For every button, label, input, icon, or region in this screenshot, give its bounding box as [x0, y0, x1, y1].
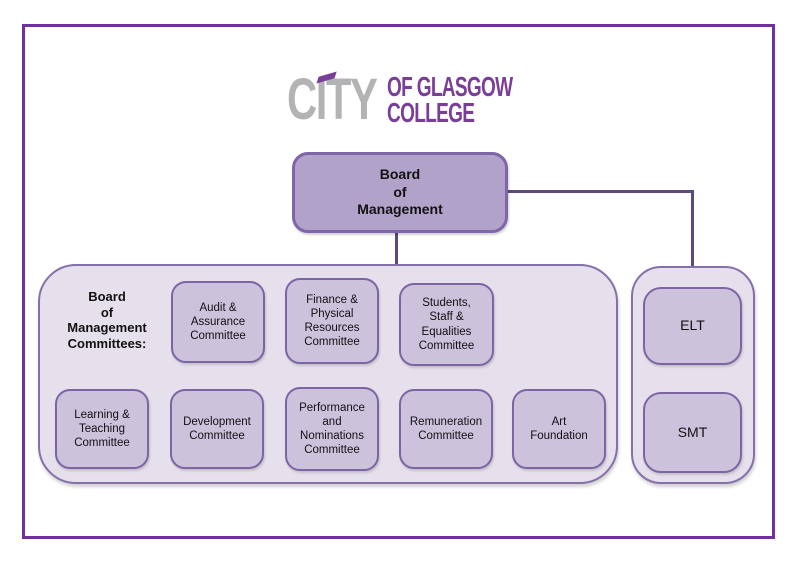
- node-art-foundation: Art Foundation: [512, 389, 606, 469]
- board-of-management-node: Board of Management: [292, 152, 508, 233]
- logo-city-text: CITY: [287, 71, 378, 129]
- node-elt: ELT: [643, 287, 742, 365]
- logo-line-of-glasgow: OF GLASGOW: [387, 71, 513, 102]
- logo-line-college: COLLEGE: [387, 97, 475, 128]
- connector-board-to-exec-vertical: [691, 190, 694, 269]
- node-finance-physical-resources-committee: Finance & Physical Resources Committee: [285, 278, 379, 364]
- logo-city-word: CITY: [287, 67, 378, 132]
- node-remuneration-committee: Remuneration Committee: [399, 389, 493, 469]
- logo-college-text: OF GLASGOW COLLEGE: [387, 71, 513, 128]
- college-logo: CITY OF GLASGOW COLLEGE: [287, 71, 572, 129]
- node-audit-assurance-committee: Audit & Assurance Committee: [171, 281, 265, 363]
- connector-board-to-exec-horizontal: [506, 190, 694, 193]
- node-performance-nominations-committee: Performance and Nominations Committee: [285, 387, 379, 471]
- node-development-committee: Development Committee: [170, 389, 264, 469]
- node-students-staff-equalities-committee: Students, Staff & Equalities Committee: [399, 283, 494, 366]
- connector-board-to-committees: [395, 232, 398, 265]
- node-learning-teaching-committee: Learning & Teaching Committee: [55, 389, 149, 469]
- committees-heading: Board of Management Committees:: [67, 289, 147, 351]
- node-smt: SMT: [643, 392, 742, 473]
